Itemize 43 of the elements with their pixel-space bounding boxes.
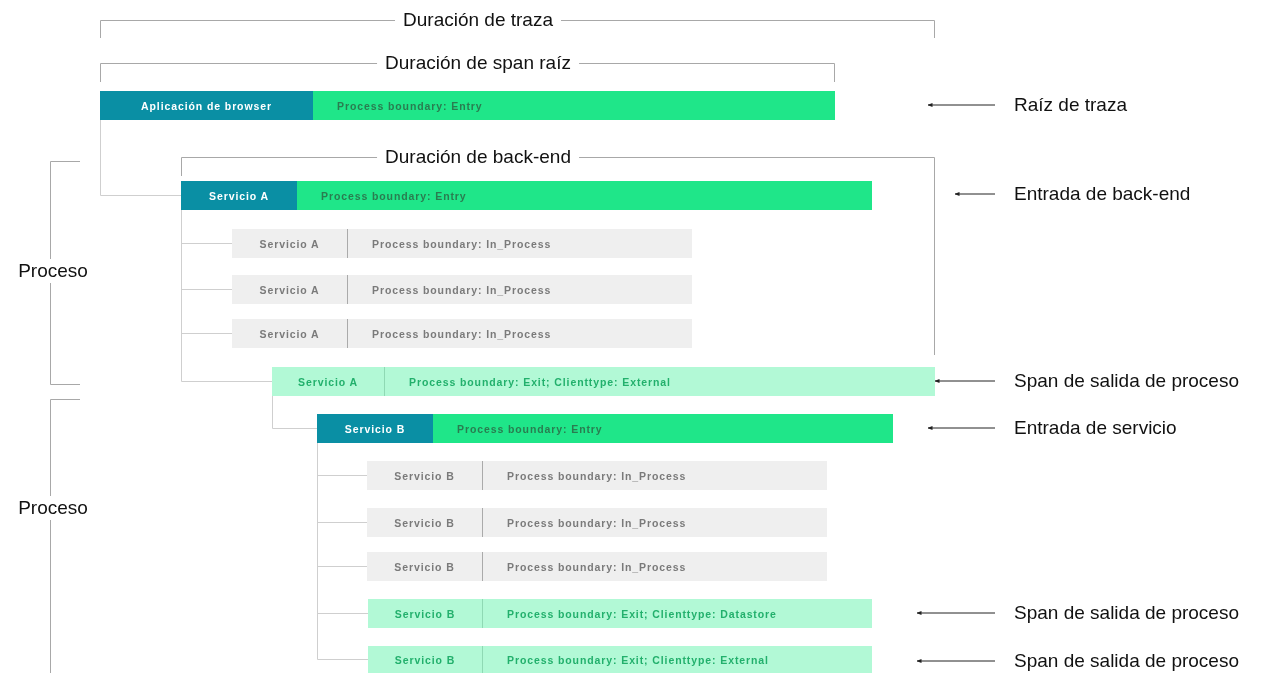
annotation-label: Span de salida de proceso bbox=[1014, 369, 1239, 393]
span-bar bbox=[317, 414, 893, 443]
span-bar bbox=[232, 229, 692, 258]
tree-connector bbox=[934, 379, 996, 383]
pointer-arrow bbox=[954, 192, 996, 196]
span-bar bbox=[367, 552, 827, 581]
pointer-arrow bbox=[916, 659, 996, 663]
process-boundary-text: Process boundary: Entry bbox=[336, 98, 483, 114]
process-boundary-text: Process boundary: Exit; Clienttype: External bbox=[506, 652, 769, 668]
span-bar bbox=[367, 461, 827, 490]
span-bar bbox=[232, 319, 692, 348]
tree-connector bbox=[181, 209, 273, 382]
service-name: Aplicación de browser bbox=[100, 91, 313, 120]
process-boundary-text: Process boundary: In_Process bbox=[371, 236, 552, 252]
process-boundary-text: Process boundary: Entry bbox=[456, 421, 603, 437]
annotation-label: Entrada de back-end bbox=[1014, 182, 1191, 206]
pointer-arrow bbox=[927, 103, 996, 107]
tree-connector bbox=[317, 442, 369, 660]
span-bar bbox=[272, 367, 935, 396]
tree-connector bbox=[272, 395, 318, 429]
process-boundary-text: Process boundary: In_Process bbox=[371, 326, 552, 342]
span-bar bbox=[181, 181, 872, 210]
process-boundary-text: Process boundary: Exit; Clienttype: External bbox=[408, 374, 671, 390]
span-bar bbox=[367, 508, 827, 537]
process-boundary-text: Process boundary: In_Process bbox=[371, 282, 552, 298]
annotation-label: Raíz de traza bbox=[1014, 93, 1127, 117]
span-bar bbox=[232, 275, 692, 304]
tree-connector bbox=[100, 119, 182, 196]
service-name: Servicio B bbox=[317, 414, 433, 443]
span-bar bbox=[368, 646, 872, 673]
annotation-label: Span de salida de proceso bbox=[1014, 601, 1239, 625]
service-name: Servicio A bbox=[181, 181, 297, 210]
pointer-arrow bbox=[916, 611, 996, 615]
process-boundary-text: Process boundary: In_Process bbox=[506, 559, 687, 575]
annotation-label: Span de salida de proceso bbox=[1014, 649, 1239, 673]
annotation-label: Entrada de servicio bbox=[1014, 416, 1177, 440]
process-boundary-text: Process boundary: In_Process bbox=[506, 468, 687, 484]
span-bar bbox=[368, 599, 872, 628]
process-boundary-text: Process boundary: Entry bbox=[320, 188, 467, 204]
process-boundary-text: Process boundary: Exit; Clienttype: Datastore bbox=[506, 606, 777, 622]
process-boundary-text: Process boundary: In_Process bbox=[506, 515, 687, 531]
span-bar bbox=[100, 91, 835, 120]
pointer-arrow bbox=[927, 426, 996, 430]
